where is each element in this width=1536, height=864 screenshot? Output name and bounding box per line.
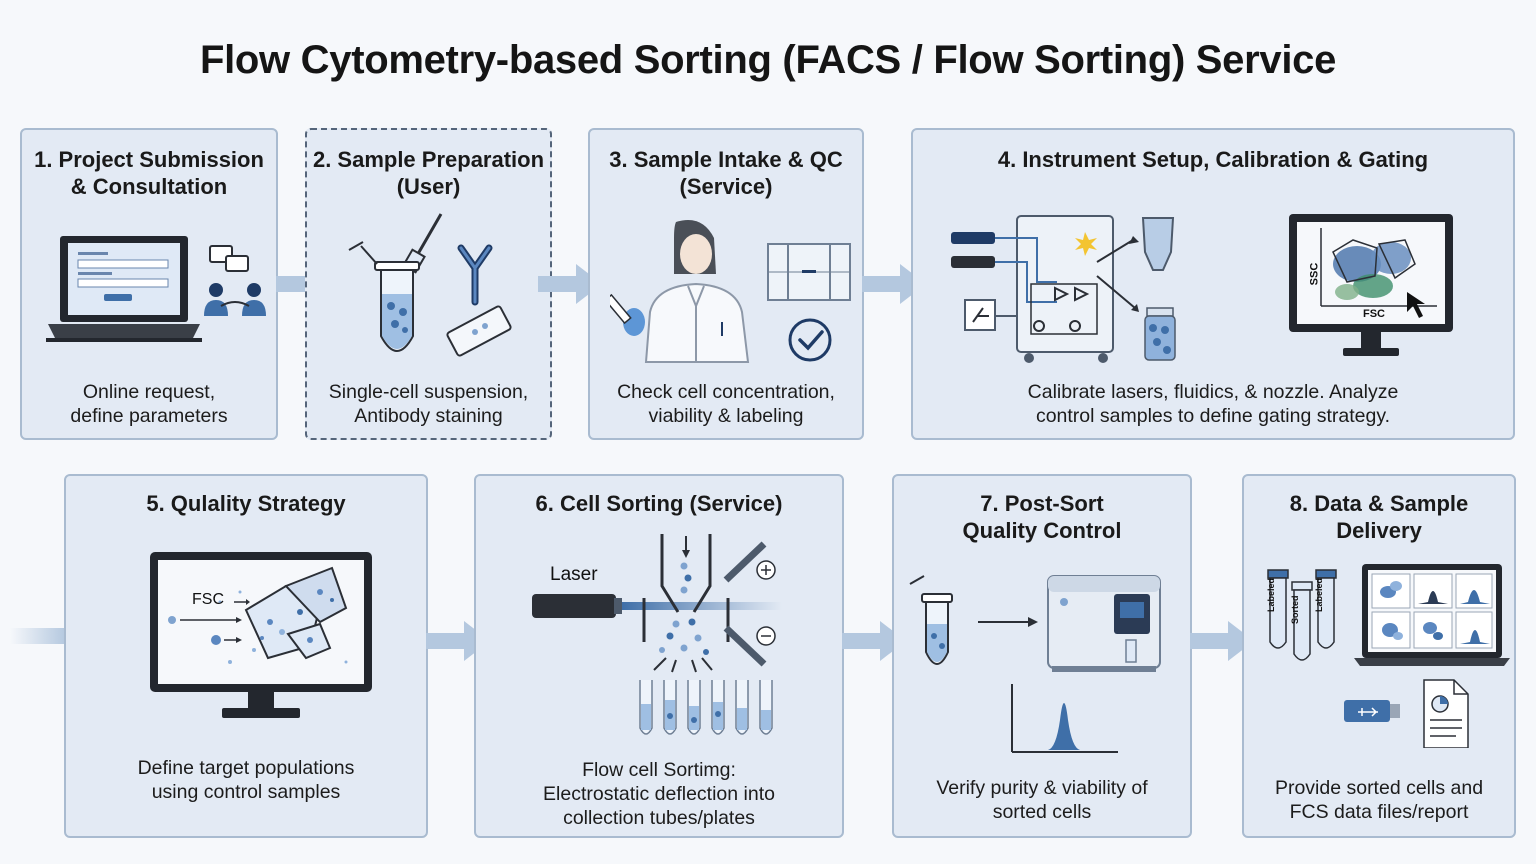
- step-2-panel: 2. Sample Preparation (User) Single-cell…: [305, 128, 552, 440]
- fsc-axis-label: FSC: [1363, 308, 1385, 320]
- tube-label-2: Sorted: [1290, 595, 1300, 624]
- step-6-panel: 6. Cell Sorting (Service) Laser: [474, 474, 844, 838]
- step-3-desc: Check cell concentration, viability & la…: [617, 381, 835, 427]
- delivery-icons: [1267, 564, 1510, 748]
- step-8-desc: Provide sorted cells and FCS data files/…: [1274, 777, 1484, 823]
- arrow-7-to-8: [1190, 621, 1254, 661]
- step-4-panel: 4. Instrument Setup, Calibration & Gatin…: [911, 128, 1515, 440]
- step-5-title: 5. Qulality Strategy: [146, 491, 346, 516]
- instrument-setup-icon: [951, 215, 1176, 363]
- step-5-panel: 5. Qulality Strategy FSC Define target p…: [64, 474, 428, 838]
- step-3-title: 3. Sample Intake & QC (Service): [609, 147, 843, 199]
- step-1-title: 1. Project Submission & Consultation: [34, 147, 264, 199]
- tube-antibody-icon: [348, 213, 512, 357]
- step-8-panel: 8. Data & Sample Delivery: [1242, 474, 1516, 838]
- arrow-into-5: [10, 628, 66, 644]
- step-5-desc: Define target populations using control …: [137, 757, 355, 803]
- page-title: Flow Cytometry-based Sorting (FACS / Flo…: [199, 38, 1337, 82]
- step-1-panel: 1. Project Submission & Consultation Onl…: [20, 128, 278, 440]
- cell-sorter-icon: [532, 534, 782, 735]
- laser-label: Laser: [550, 564, 598, 585]
- step-2-desc: Single-cell suspension, Antibody stainin…: [328, 381, 529, 427]
- technician-qc-icon: [610, 220, 851, 363]
- step-2-title: 2. Sample Preparation (User): [312, 147, 545, 199]
- post-sort-qc-icon: [909, 575, 1161, 753]
- ssc-axis-label: SSC: [1308, 262, 1321, 286]
- gating-monitor-icon: [1289, 214, 1453, 356]
- laptop-form-icon: [46, 236, 266, 342]
- step-7-desc: Verify purity & viability of sorted cell…: [936, 777, 1148, 823]
- step-1-desc: Online request, define parameters: [70, 381, 228, 427]
- fsc-arrow-label: FSC: [192, 591, 224, 608]
- step-8-title: 8. Data & Sample Delivery: [1289, 491, 1469, 543]
- step-7-panel: 7. Post-Sort Quality Control Verify puri…: [892, 474, 1192, 838]
- arrow-6-to-7: [842, 621, 906, 661]
- step-6-title: 6. Cell Sorting (Service): [535, 491, 783, 516]
- step-4-title: 4. Instrument Setup, Calibration & Gatin…: [997, 147, 1429, 172]
- tube-label-1: Labeled: [1266, 577, 1276, 612]
- step-3-panel: 3. Sample Intake & QC (Service) Check ce…: [588, 128, 864, 440]
- step-7-title: 7. Post-Sort Quality Control: [962, 491, 1122, 543]
- tube-label-3: Labeled: [1314, 577, 1324, 612]
- step-6-desc: Flow cell Sortimg: Electrostatic deflect…: [543, 759, 775, 829]
- arrow-2-to-3: [538, 264, 602, 304]
- population-monitor-icon: [150, 552, 372, 718]
- arrow-3-to-4: [862, 264, 926, 304]
- step-4-desc: Calibrate lasers, fluidics, & nozzle. An…: [1027, 381, 1399, 427]
